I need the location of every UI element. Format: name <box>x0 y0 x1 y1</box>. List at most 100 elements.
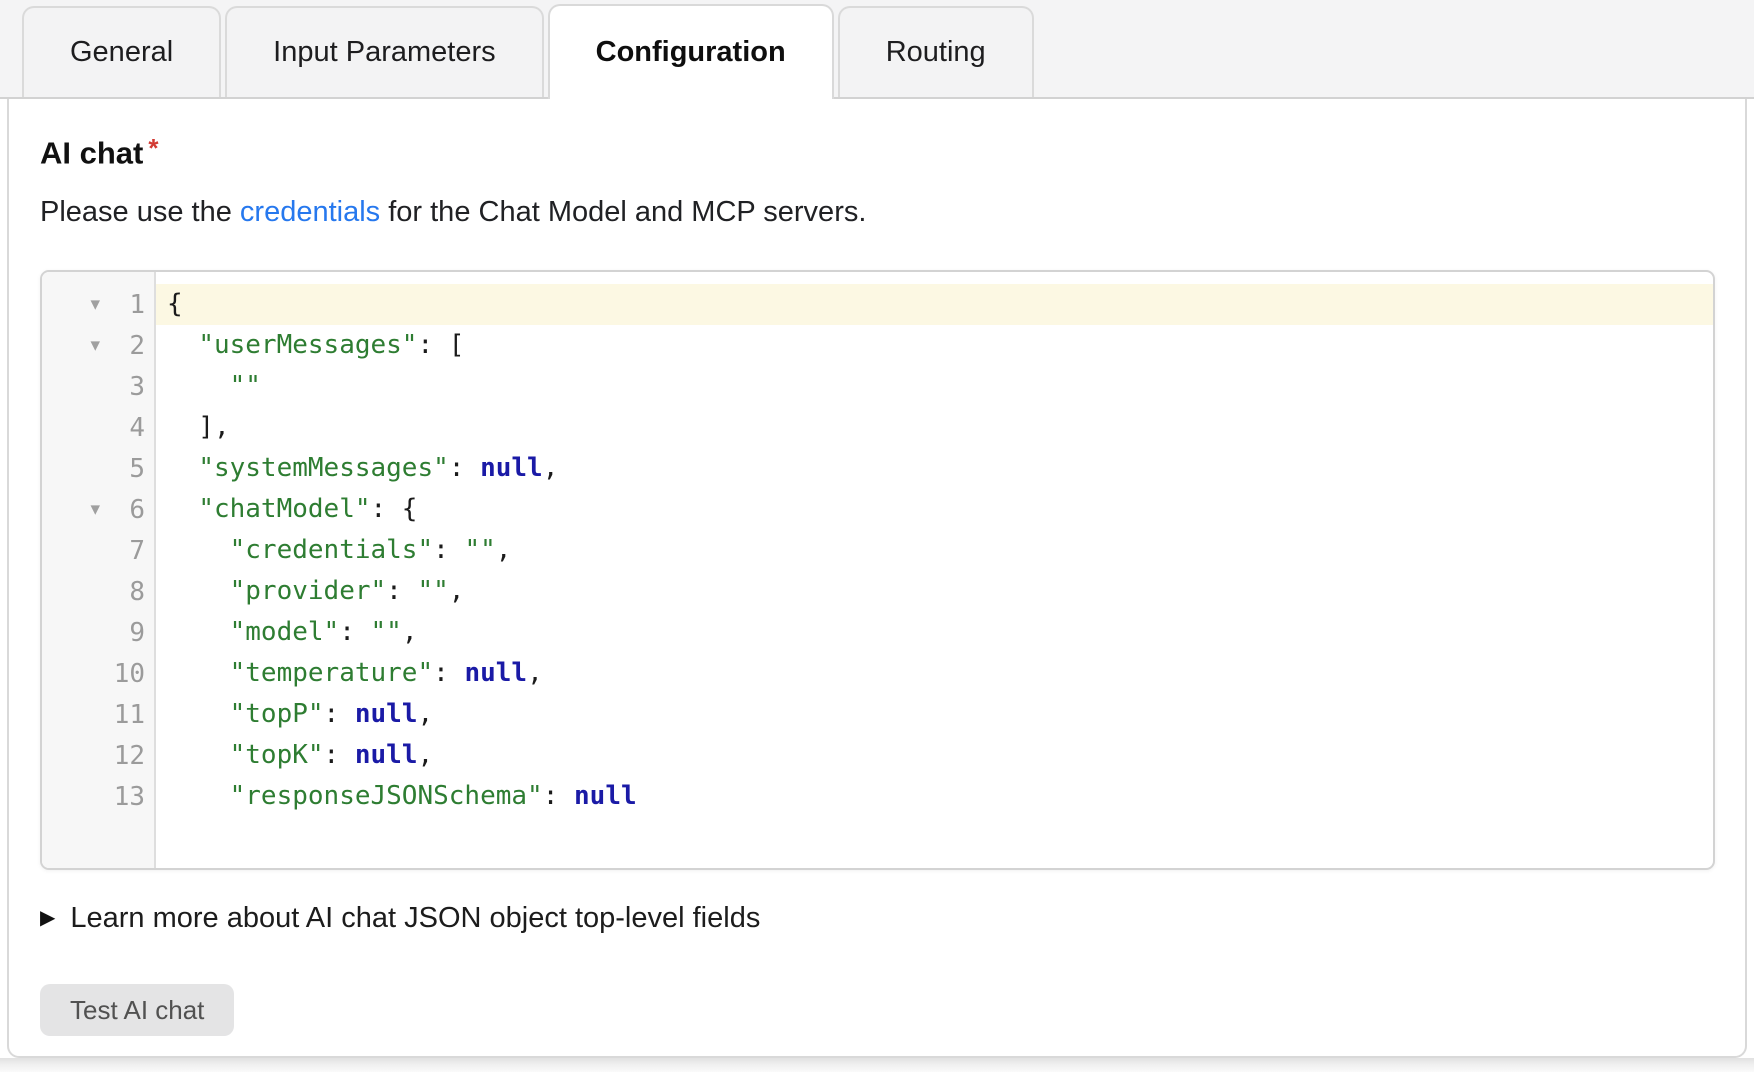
gutter-row: ▾2 <box>42 325 154 366</box>
code-line[interactable]: "responseJSONSchema": null <box>156 776 1713 817</box>
gutter-row: 5 <box>42 448 154 489</box>
token-str: "" <box>370 617 402 648</box>
token-punc: : <box>433 658 465 689</box>
token-punc <box>167 535 230 565</box>
token-punc: : <box>448 453 481 484</box>
token-punc: : <box>433 535 465 566</box>
code-line[interactable]: "" <box>156 366 1713 407</box>
tab-general[interactable]: General <box>22 6 222 97</box>
code-line[interactable]: "topP": null, <box>156 694 1713 735</box>
code-line[interactable]: "provider": "", <box>156 571 1713 612</box>
token-punc: : <box>323 699 355 730</box>
gutter-row: 10 <box>42 653 154 694</box>
field-description: Please use the credentials for the Chat … <box>40 194 1715 230</box>
tab-routing[interactable]: Routing <box>837 6 1034 97</box>
gutter-row: 12 <box>42 735 154 776</box>
line-number: 5 <box>129 453 145 484</box>
token-str: "" <box>464 535 496 566</box>
line-number: 13 <box>113 781 145 812</box>
token-punc: ], <box>167 412 230 443</box>
line-number: 12 <box>113 740 145 771</box>
credentials-link[interactable]: credentials <box>239 196 381 229</box>
line-number: 10 <box>113 658 145 689</box>
panel-bottom-shadow <box>0 1058 1754 1072</box>
token-punc: , <box>417 740 434 771</box>
token-punc: : <box>542 781 575 812</box>
token-key: "credentials" <box>229 535 434 566</box>
token-punc: , <box>401 617 418 648</box>
gutter-row: ▾6 <box>42 489 154 530</box>
line-number: 8 <box>129 576 145 607</box>
required-asterisk: * <box>148 133 159 163</box>
code-line[interactable]: "topK": null, <box>156 735 1713 776</box>
code-line[interactable]: { <box>156 284 1713 326</box>
token-key: "topP" <box>229 699 324 730</box>
gutter-row: 9 <box>42 612 154 653</box>
token-key: "responseJSONSchema" <box>229 781 543 812</box>
fold-arrow-icon[interactable]: ▾ <box>90 499 100 521</box>
token-punc <box>167 781 230 811</box>
tab-configuration[interactable]: Configuration <box>547 4 834 99</box>
token-null: null <box>464 658 528 689</box>
code-line[interactable]: "temperature": null, <box>156 653 1713 694</box>
token-key: "chatModel" <box>198 494 371 525</box>
tab-strip: General Input Parameters Configuration R… <box>0 0 1754 99</box>
line-number: 1 <box>129 289 145 320</box>
line-number: 4 <box>129 412 145 443</box>
field-label: AI chat <box>40 135 144 171</box>
token-punc: : <box>323 740 355 771</box>
token-punc <box>167 371 230 401</box>
code-line[interactable]: "systemMessages": null, <box>156 448 1713 489</box>
token-punc <box>167 658 230 688</box>
token-null: null <box>480 453 543 484</box>
token-punc: : <box>339 617 371 648</box>
token-punc: , <box>495 535 512 566</box>
gutter-row: 13 <box>42 776 154 817</box>
token-str: "" <box>417 576 449 607</box>
token-key: "model" <box>229 617 340 648</box>
description-suffix: for the Chat Model and MCP servers. <box>380 196 867 229</box>
token-str: "" <box>229 371 261 402</box>
disclosure-triangle-icon[interactable]: ▶ <box>40 907 56 930</box>
learn-more-label: Learn more about AI chat JSON object top… <box>70 901 761 934</box>
token-punc: , <box>417 699 434 730</box>
gutter-row: 4 <box>42 407 154 448</box>
token-null: null <box>354 740 418 771</box>
token-key: "temperature" <box>229 658 434 689</box>
token-punc: , <box>448 576 465 607</box>
token-null: null <box>354 699 418 730</box>
description-prefix: Please use the <box>40 196 240 229</box>
code-line[interactable]: "userMessages": [ <box>156 325 1713 366</box>
gutter-row: 7 <box>42 530 154 571</box>
gutter-row: 8 <box>42 571 154 612</box>
token-key: "systemMessages" <box>198 453 449 484</box>
token-punc: , <box>542 453 559 484</box>
code-line[interactable]: "chatModel": { <box>156 489 1713 530</box>
token-punc <box>167 699 230 729</box>
line-number: 3 <box>129 371 145 402</box>
code-line[interactable]: "credentials": "", <box>156 530 1713 571</box>
token-punc <box>167 494 198 524</box>
token-key: "provider" <box>229 576 387 607</box>
line-number: 2 <box>129 330 145 361</box>
line-number: 7 <box>129 535 145 566</box>
tab-input-parameters[interactable]: Input Parameters <box>225 6 544 97</box>
line-number: 11 <box>113 699 145 730</box>
gutter-row: 11 <box>42 694 154 735</box>
line-number: 6 <box>129 494 145 525</box>
code-line[interactable]: ], <box>156 407 1713 448</box>
token-null: null <box>574 781 637 812</box>
fold-arrow-icon[interactable]: ▾ <box>90 335 100 357</box>
token-punc <box>167 330 198 360</box>
learn-more-disclosure[interactable]: ▶ Learn more about AI chat JSON object t… <box>40 900 1715 936</box>
configuration-panel: AI chat* Please use the credentials for … <box>7 99 1747 1058</box>
fold-arrow-icon[interactable]: ▾ <box>90 294 100 316</box>
token-punc <box>167 617 230 647</box>
token-punc: { <box>167 289 183 320</box>
editor-code[interactable]: { "userMessages": [ "" ], "systemMessage… <box>156 272 1713 868</box>
token-punc: : <box>386 576 418 607</box>
code-line[interactable]: "model": "", <box>156 612 1713 653</box>
gutter-row: ▾1 <box>42 284 154 325</box>
test-ai-chat-button[interactable]: Test AI chat <box>40 984 235 1037</box>
